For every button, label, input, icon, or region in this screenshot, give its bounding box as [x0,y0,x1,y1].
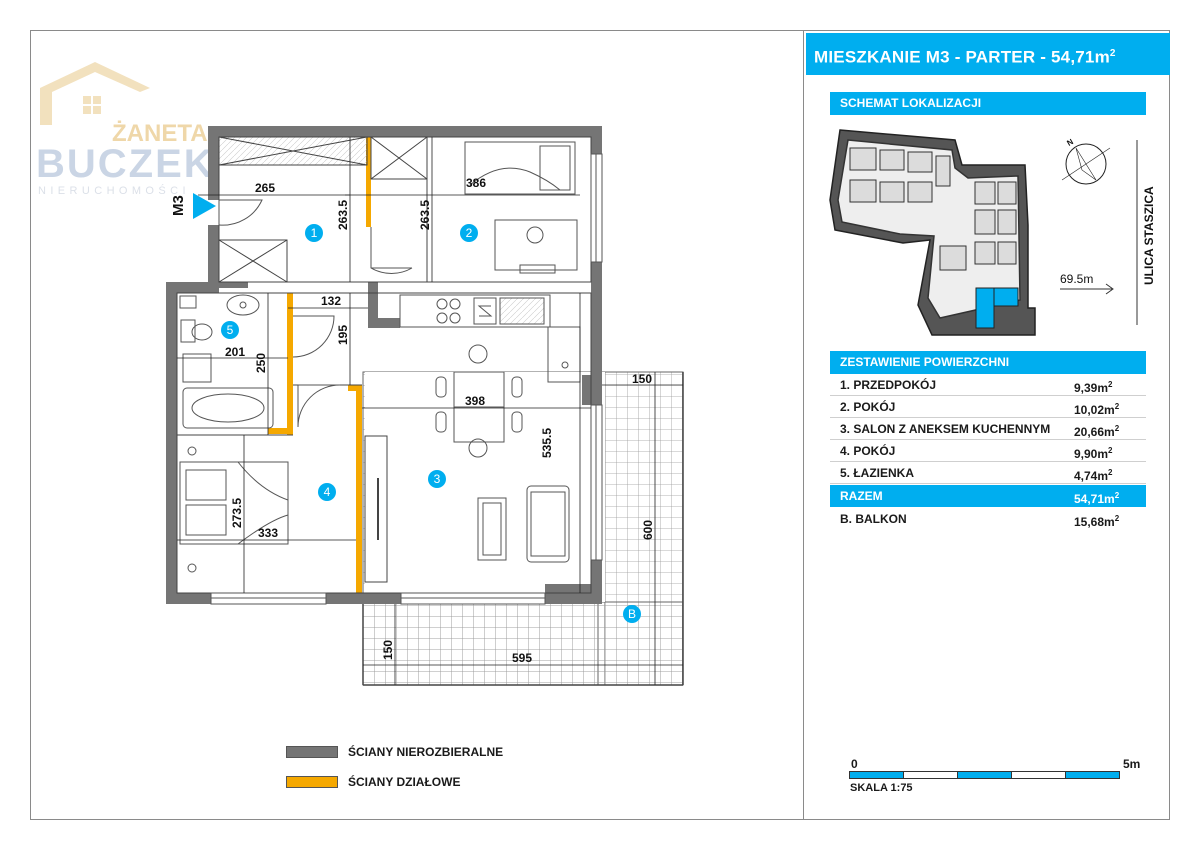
area-row-label: 1. PRZEDPOKÓJ [840,378,937,392]
balcony-row: B. BALKON 15,68m2 [830,508,1146,530]
north-label: N [1065,137,1075,148]
area-row: 5. ŁAZIENKA 4,74m2 [830,462,1146,484]
area-row-value: 9,39m2 [1074,380,1113,395]
logo-subtitle: NIERUCHOMOŚCI [38,184,190,197]
area-row-label: 3. SALON Z ANEKSEM KUCHENNYM [840,422,1051,436]
house-logo-icon [40,62,150,125]
logo: ŻANETA BUCZEK NIERUCHOMOŚCI [36,62,215,197]
location-schematic: N ULICA STASZICA 69.5m [829,129,1156,336]
dim-273-5: 273.5 [230,498,244,528]
area-total-label: RAZEM [840,489,883,503]
scale-label: SKALA 1:75 [850,782,913,794]
unit-highlight [975,287,1019,329]
logo-name-top: ŻANETA [112,120,208,147]
area-row: 4. POKÓJ 9,90m2 [830,440,1146,462]
area-row-label: 2. POKÓJ [840,400,896,414]
area-total-row: RAZEM 54,71m2 [830,485,1146,507]
room-1-number: 1 [311,226,318,240]
room-2-number: 2 [466,226,473,240]
dim-250: 250 [254,353,268,373]
dim-386: 386 [466,176,486,190]
panel-divider [803,30,804,820]
dim-265: 265 [255,181,275,195]
windows [210,153,603,605]
floor-plan: ŻANETA BUCZEK NIERUCHOMOŚCI [36,62,684,686]
compass-icon [1061,143,1111,185]
dim-150-top: 150 [632,372,652,386]
partition-wall-swatch [286,776,338,788]
partition-wall-legend: ŚCIANY DZIAŁOWE [348,775,461,789]
distance-label: 69.5m [1060,272,1093,286]
bearing-wall-swatch [286,746,338,758]
balcony-label: B [628,607,636,621]
area-row: 3. SALON Z ANEKSEM KUCHENNYM 20,66m2 [830,418,1146,440]
area-row-value: 9,90m2 [1074,446,1113,461]
scale-start: 0 [851,757,858,771]
balcony [362,371,684,686]
areas-header: ZESTAWIENIE POWIERZCHNI [830,351,1146,374]
area-row-value: 4,74m2 [1074,468,1113,483]
dim-263-5-a: 263.5 [336,200,350,230]
dim-535-5: 535.5 [540,428,554,458]
logo-name-main: BUCZEK [36,142,215,186]
dim-600: 600 [641,520,655,540]
scale-bar [849,771,1120,779]
bearing-walls [166,126,602,604]
dim-595: 595 [512,651,532,665]
distance-arrow-icon [1060,283,1114,295]
area-row: 2. POKÓJ 10,02m2 [830,396,1146,418]
dimension-lines [177,137,683,685]
dim-150-bottom: 150 [381,640,395,660]
dim-333: 333 [258,526,278,540]
area-total-value: 54,71m2 [1074,491,1120,506]
room-3-number: 3 [434,472,441,486]
dim-398: 398 [465,394,485,408]
area-row-value: 20,66m2 [1074,424,1120,439]
doors [218,199,413,428]
balcony-row-label: B. BALKON [840,512,907,526]
room-4-number: 4 [324,485,331,499]
entrance-arrow-icon [193,193,216,219]
dim-132: 132 [321,294,341,308]
balcony-row-value: 15,68m2 [1074,514,1120,529]
dim-263-5-b: 263.5 [418,200,432,230]
room-5-number: 5 [227,323,234,337]
apartment-title: MIESZKANIE M3 - PARTER - 54,71m2 [806,33,1170,75]
drawing-frame [30,30,1170,820]
area-row-value: 10,02m2 [1074,402,1120,417]
unit-label: M3 [170,195,187,216]
area-row-label: 4. POKÓJ [840,444,896,458]
room-badges: 1 2 3 4 5 B [221,224,641,623]
dimension-labels: 265 386 263.5 263.5 132 195 201 250 398 … [225,176,655,665]
partition-walls [268,137,371,593]
area-row-label: 5. ŁAZIENKA [840,466,915,480]
dim-195: 195 [336,325,350,345]
dim-201: 201 [225,345,245,359]
bearing-wall-legend: ŚCIANY NIEROZBIERALNE [348,745,504,759]
location-header: SCHEMAT LOKALIZACJI [830,92,1146,115]
scale-end: 5m [1123,757,1141,771]
area-row: 1. PRZEDPOKÓJ 9,39m2 [830,374,1146,396]
furniture [179,141,581,573]
street-label: ULICA STASZICA [1142,186,1156,285]
interior-lines [176,136,592,594]
unit-marker: M3 [170,193,216,219]
